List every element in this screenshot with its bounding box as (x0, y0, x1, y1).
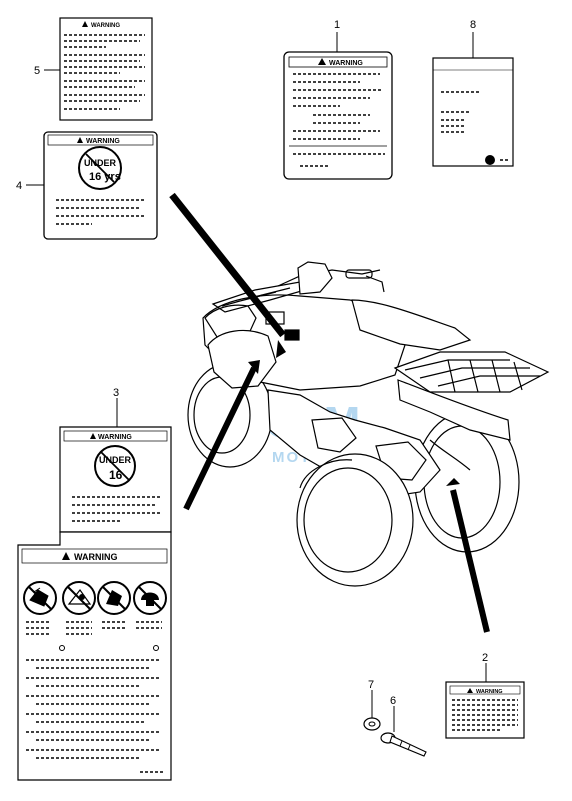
no-paved-road-icon (62, 581, 96, 615)
part-3-main-warning-text: WARNING (74, 552, 118, 562)
warning-triangle-icon (77, 137, 83, 143)
part-2-warning-text: WARNING (476, 689, 503, 695)
part-3-text-lines (26, 621, 164, 773)
pointer-lines (169, 192, 490, 633)
no-helmet-icon (133, 581, 167, 615)
callout-3: 3 (113, 387, 119, 399)
warning-triangle-icon (82, 21, 88, 27)
callout-4: 4 (16, 180, 22, 192)
part-5-warning-label[interactable]: WARNING (59, 17, 153, 121)
part-4-warning-text: WARNING (86, 138, 120, 145)
part-2-warning-label[interactable]: WARNING (445, 681, 525, 739)
part-1-warning-text: WARNING (329, 60, 363, 67)
brand-logo-icon (485, 155, 495, 165)
callout-8: 8 (470, 19, 476, 31)
under-text: UNDER (84, 158, 117, 168)
age-text: 16 (109, 468, 123, 482)
callout-2: 2 (482, 652, 488, 664)
warning-triangle-icon (318, 58, 326, 65)
warning-triangle-icon (467, 688, 473, 693)
no-under-16-icon: UNDER 16 yrs (78, 146, 122, 190)
part-1-warning-label[interactable]: WARNING (283, 51, 393, 180)
warning-triangle-icon (90, 433, 96, 439)
callout-7: 7 (368, 679, 374, 691)
callout-5: 5 (34, 65, 40, 77)
atv-illustration (187, 261, 550, 587)
part-3-top-warning-text: WARNING (98, 434, 132, 441)
part-2-text-lines (452, 699, 518, 731)
part-6-rivet[interactable] (380, 732, 427, 757)
part-5-text-lines (64, 34, 145, 110)
part-3-warning-label[interactable]: WARNING UNDER 16 WARNING (17, 426, 172, 781)
part-7-washer[interactable] (363, 717, 381, 731)
part-4-text-lines (56, 199, 146, 225)
no-under-16-icon: UNDER 16 (94, 445, 136, 487)
no-drinking-icon (97, 581, 131, 615)
under-text: UNDER (99, 455, 132, 465)
no-passenger-icon (23, 581, 57, 615)
callout-1: 1 (334, 19, 340, 31)
part-8-owners-manual[interactable] (432, 57, 514, 167)
part-5-warning-text: WARNING (91, 23, 120, 29)
callout-6: 6 (390, 695, 396, 707)
part-4-age-warning-label[interactable]: WARNING UNDER 16 yrs (43, 131, 158, 240)
warning-triangle-icon (62, 552, 70, 560)
part-1-text-lines (293, 73, 382, 140)
